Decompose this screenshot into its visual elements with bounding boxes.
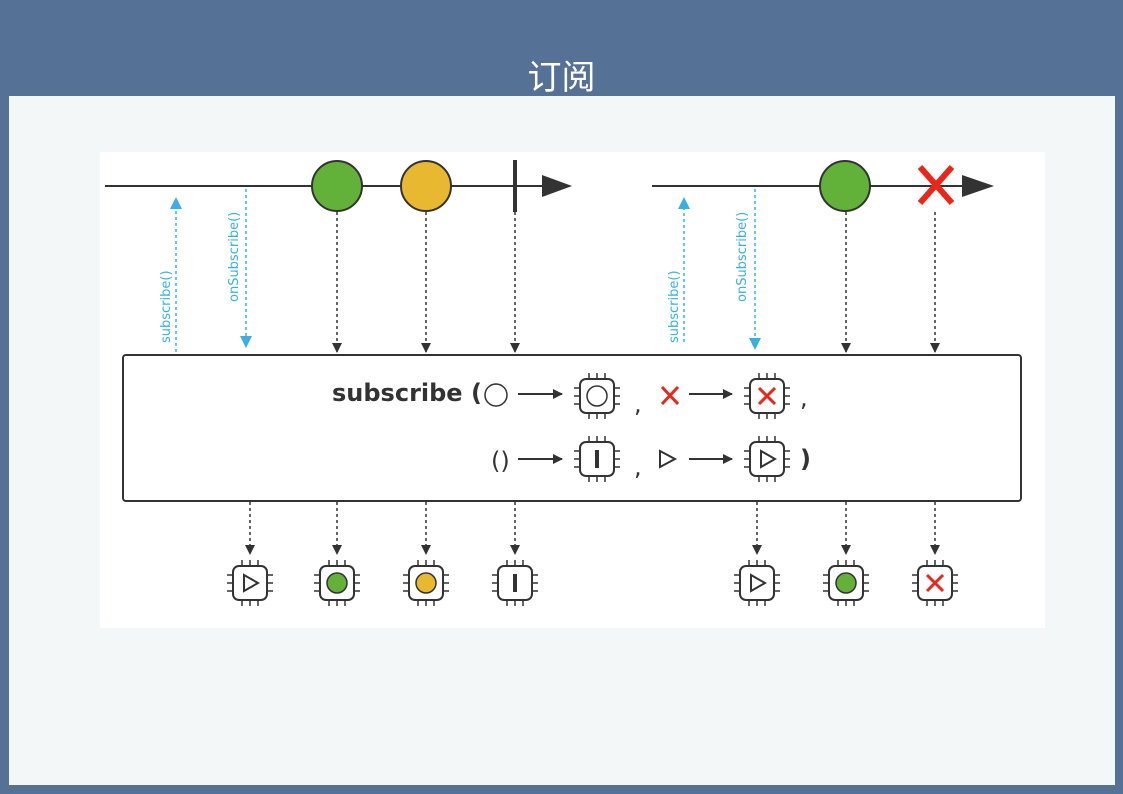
close-paren-label: ) (800, 445, 811, 473)
green-consumer-chip-icon (314, 560, 360, 606)
green-item-icon (311, 160, 363, 212)
marble-diagram: subscribe() onSubscribe() subscribe() on… (100, 152, 1045, 628)
subscribe-call-label: subscribe() (667, 270, 682, 343)
action-chip-icon (574, 436, 620, 482)
right-subscription-calls: subscribe() onSubscribe() (667, 189, 761, 350)
yellow-item-icon (400, 160, 452, 212)
left-input-arrows (332, 212, 520, 353)
subscription-chip-icon (227, 560, 273, 606)
action-chip-icon (492, 560, 538, 606)
error-icon (917, 165, 955, 205)
subscribe-call-label: subscribe() (159, 270, 174, 343)
right-timeline (652, 160, 994, 212)
slide-title: 订阅 (527, 58, 596, 98)
argument-separator: , (800, 384, 808, 412)
empty-item-icon (484, 383, 508, 407)
operator-method-label: subscribe ( (332, 379, 482, 407)
timeline-arrowhead-icon (962, 175, 994, 197)
error-consumer-chip-icon (912, 560, 958, 606)
subscription-triangle-icon (659, 449, 678, 469)
argument-separator: , (634, 453, 642, 481)
error-consumer-chip-icon (744, 373, 790, 419)
subscription-chip-icon (734, 560, 780, 606)
left-subscription-calls: subscribe() onSubscribe() (159, 189, 252, 352)
output-arrows (245, 502, 940, 555)
green-item-icon (819, 160, 871, 212)
yellow-consumer-chip-icon (403, 560, 449, 606)
error-icon (660, 385, 680, 406)
argument-separator: , (634, 390, 642, 418)
consumer-chip-icon (574, 373, 620, 419)
green-consumer-chip-icon (823, 560, 869, 606)
timeline-arrowhead-icon (542, 175, 572, 197)
operator-box: subscribe ( , , () (122, 354, 1022, 502)
on-subscribe-call-label: onSubscribe() (227, 212, 242, 302)
empty-action-label: () (491, 447, 510, 475)
on-subscribe-call-label: onSubscribe() (735, 212, 750, 302)
right-input-arrows (841, 212, 940, 353)
left-timeline (105, 160, 572, 212)
subscription-chip-icon (744, 436, 790, 482)
